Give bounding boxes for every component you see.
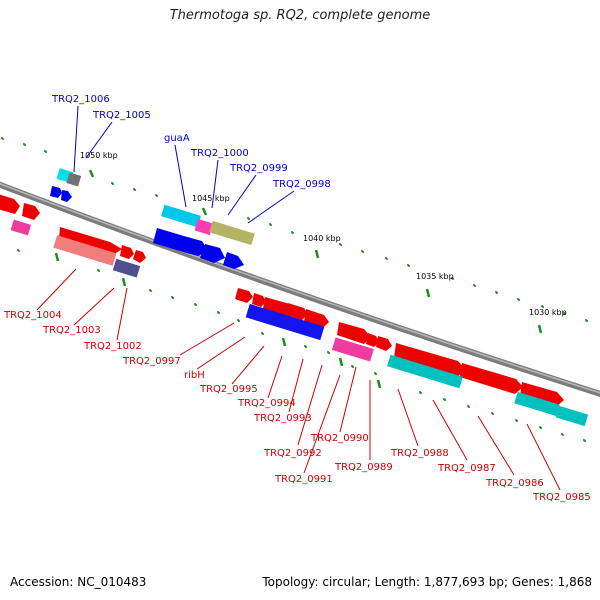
gene-label-guaa: guaA: [164, 133, 190, 144]
rna-feature: [514, 391, 560, 417]
cds-reverse-arrow: [120, 245, 134, 259]
gene-label-trq2-1003: TRQ2_1003: [42, 325, 101, 336]
gene-label-trq2-0989: TRQ2_0989: [334, 462, 393, 473]
outer-dotted-ring: [1, 137, 588, 322]
cds-forward-arrow: [61, 190, 72, 202]
scale-label-1030: 1030 kbp: [529, 308, 567, 317]
cds-reverse-arrow: [460, 363, 523, 394]
cds-reverse-arrow: [286, 303, 308, 320]
cds-reverse-arrow: [337, 322, 371, 344]
gene-label-trq2-1002: TRQ2_1002: [83, 341, 142, 352]
cds-reverse-arrow: [59, 227, 122, 255]
pink-feature: [331, 337, 374, 362]
gene-label-trq2-0988: TRQ2_0988: [390, 448, 449, 459]
rna-feature: [423, 365, 463, 389]
scale-ticks: [54, 169, 543, 389]
pink-feature: [10, 219, 32, 236]
gene-label-trq2-0991: TRQ2_0991: [274, 474, 333, 485]
cds-forward-block: [245, 303, 325, 341]
cds-reverse-arrow: [394, 343, 466, 377]
forward-gene-labels: TRQ2_1006 TRQ2_1005 guaA TRQ2_1000 TRQ2_…: [51, 94, 331, 190]
cds-forward-arrow: [200, 244, 225, 263]
slate-feature: [112, 258, 141, 278]
cds-reverse-arrow: [520, 382, 564, 407]
cds-reverse-arrow: [0, 194, 20, 214]
cds-reverse-arrow: [22, 203, 40, 220]
gene-label-trq2-0999: TRQ2_0999: [229, 163, 288, 174]
gene-label-trq2-0998: TRQ2_0998: [272, 179, 331, 190]
rna-feature: [387, 354, 427, 378]
map-title: Thermotoga sp. RQ2, complete genome: [169, 8, 431, 23]
rna-feature: [161, 204, 201, 228]
gene-label-trq2-0997: TRQ2_0997: [122, 356, 181, 367]
gene-label-trq2-1006: TRQ2_1006: [51, 94, 110, 105]
genome-summary-text: Topology: circular; Length: 1,877,693 bp…: [262, 575, 592, 589]
cds-forward-arrow: [223, 252, 244, 269]
gene-label-trq2-0990: TRQ2_0990: [310, 433, 369, 444]
accession-text: Accession: NC_010483: [10, 575, 147, 589]
forward-features: [50, 168, 255, 269]
scale-label-1045: 1045 kbp: [192, 194, 230, 203]
cds-forward-arrow: [183, 237, 208, 256]
gene-label-ribh: ribH: [184, 370, 205, 381]
cds-reverse-arrow: [133, 250, 146, 263]
gene-label-trq2-1005: TRQ2_1005: [92, 110, 151, 121]
cds-forward-arrow: [50, 186, 62, 198]
gene-label-trq2-0987: TRQ2_0987: [437, 463, 496, 474]
gene-label-trq2-0992: TRQ2_0992: [263, 448, 322, 459]
rna-feature: [555, 405, 589, 427]
cds-reverse-arrow: [376, 336, 392, 351]
reverse-gene-labels: TRQ2_1004 TRQ2_1003 TRQ2_1002 TRQ2_0997 …: [3, 310, 591, 503]
gene-label-trq2-0986: TRQ2_0986: [485, 478, 544, 489]
cds-reverse-arrow: [235, 288, 253, 303]
gene-label-trq2-0995: TRQ2_0995: [199, 384, 258, 395]
inner-dotted-ring: [17, 249, 586, 442]
scale-label-1050: 1050 kbp: [80, 151, 118, 160]
olive-feature: [209, 220, 255, 246]
cds-reverse-arrow: [252, 293, 266, 307]
gene-label-trq2-0994: TRQ2_0994: [237, 398, 296, 409]
genome-backbone: [0, 181, 600, 397]
gray-feature: [66, 172, 82, 187]
salmon-feature: [53, 235, 117, 266]
gene-label-trq2-1000: TRQ2_1000: [190, 148, 249, 159]
cds-reverse-arrow: [366, 333, 379, 347]
reverse-features: [0, 194, 589, 427]
scale-label-1040: 1040 kbp: [303, 234, 341, 243]
scale-labels: 1050 kbp 1045 kbp 1040 kbp 1035 kbp 1030…: [80, 151, 567, 317]
scale-label-1035: 1035 kbp: [416, 272, 454, 281]
gene-label-trq2-0985: TRQ2_0985: [532, 492, 591, 503]
forward-callout-lines: [73, 105, 295, 224]
genome-backbone-highlight: [0, 183, 600, 394]
gene-label-trq2-0993: TRQ2_0993: [253, 413, 312, 424]
pink-feature: [194, 218, 214, 236]
reverse-callout-lines: [36, 268, 561, 491]
gene-label-trq2-1004: TRQ2_1004: [3, 310, 62, 321]
